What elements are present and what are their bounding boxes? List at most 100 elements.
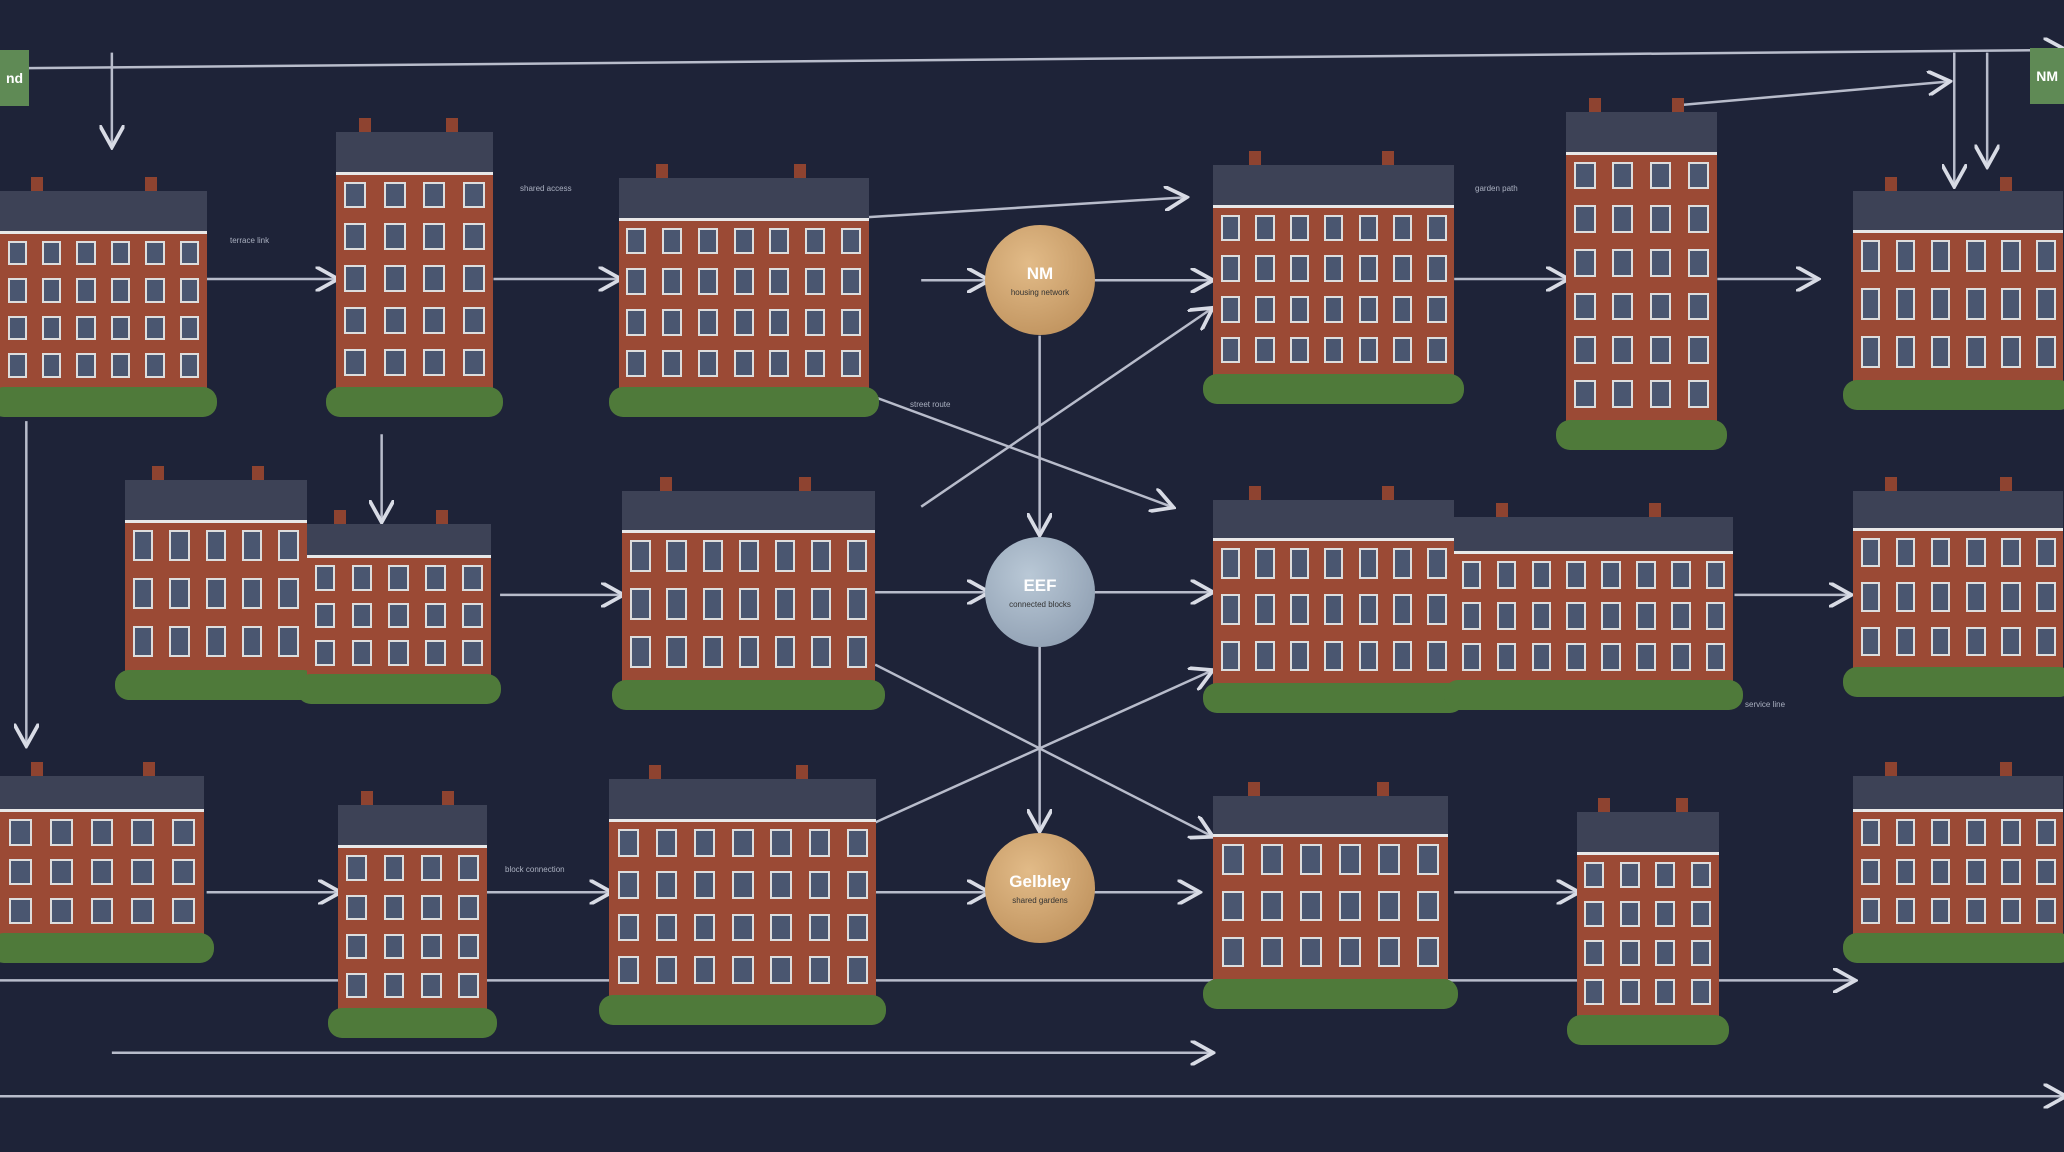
window	[314, 602, 336, 629]
window	[344, 223, 367, 251]
building	[608, 163, 879, 417]
window	[2036, 288, 2056, 320]
window	[1358, 336, 1378, 364]
window	[346, 855, 368, 881]
window	[462, 602, 483, 629]
window	[697, 227, 718, 255]
window	[1619, 940, 1640, 966]
window	[804, 268, 825, 295]
window	[383, 307, 406, 334]
window	[1687, 380, 1710, 408]
window	[662, 350, 683, 377]
window	[770, 871, 792, 900]
window	[1930, 240, 1951, 272]
building	[599, 765, 887, 1025]
window	[1358, 548, 1378, 579]
window	[1496, 602, 1517, 630]
window	[383, 972, 405, 999]
window	[626, 268, 647, 295]
window	[1930, 897, 1951, 925]
window	[804, 309, 825, 336]
window	[733, 309, 754, 336]
building	[612, 476, 886, 711]
window	[2001, 336, 2021, 368]
window	[1650, 249, 1672, 277]
window	[630, 636, 651, 668]
hedge	[115, 669, 317, 700]
window	[1965, 819, 1986, 846]
connector-arrow	[868, 393, 1172, 507]
window	[1289, 640, 1309, 672]
window	[1612, 161, 1634, 190]
hedge	[1566, 1014, 1729, 1045]
window	[1461, 602, 1482, 630]
window	[1339, 844, 1361, 875]
window	[241, 529, 263, 562]
window	[1531, 561, 1552, 589]
window	[846, 871, 869, 900]
window	[1427, 548, 1447, 579]
window	[808, 871, 830, 900]
hedge	[1842, 932, 2064, 963]
window	[1392, 296, 1413, 323]
window	[617, 829, 640, 857]
window	[457, 933, 479, 960]
window	[1895, 240, 1916, 272]
window	[769, 350, 790, 377]
hedge	[612, 680, 886, 711]
window	[1965, 858, 1986, 885]
window	[205, 529, 226, 562]
window	[1531, 602, 1552, 630]
window	[1324, 336, 1344, 364]
window	[1860, 897, 1881, 925]
window	[1220, 548, 1241, 579]
building	[1842, 762, 2064, 963]
window	[169, 625, 190, 658]
building	[1203, 486, 1465, 713]
window	[1687, 161, 1710, 190]
hedge	[1444, 680, 1744, 711]
window	[774, 636, 795, 668]
label: block connection	[505, 865, 565, 874]
window	[423, 265, 446, 293]
window	[1965, 240, 1986, 272]
label: street route	[910, 400, 951, 409]
window	[42, 240, 62, 266]
window	[662, 268, 683, 295]
window	[1220, 255, 1241, 282]
window	[733, 227, 754, 255]
window	[804, 227, 825, 255]
hedge	[1203, 682, 1465, 713]
window	[769, 309, 790, 336]
window	[278, 577, 299, 610]
window	[769, 268, 790, 295]
building	[1444, 503, 1744, 711]
window	[2036, 240, 2056, 272]
window	[344, 348, 367, 376]
window	[626, 350, 647, 377]
window	[7, 240, 27, 266]
window	[1965, 582, 1986, 612]
window	[110, 353, 131, 378]
window	[804, 350, 825, 377]
window	[1324, 548, 1344, 579]
window	[172, 897, 195, 925]
window	[1566, 602, 1586, 630]
building	[1842, 176, 2064, 411]
window	[769, 227, 790, 255]
window	[1687, 336, 1710, 364]
window	[1566, 643, 1586, 671]
window	[1619, 861, 1640, 888]
hedge	[0, 932, 214, 963]
window	[457, 855, 479, 881]
window	[655, 956, 678, 984]
window	[1289, 594, 1309, 625]
window	[1612, 249, 1634, 277]
window	[278, 625, 299, 658]
window	[1860, 288, 1881, 320]
window	[278, 529, 299, 562]
